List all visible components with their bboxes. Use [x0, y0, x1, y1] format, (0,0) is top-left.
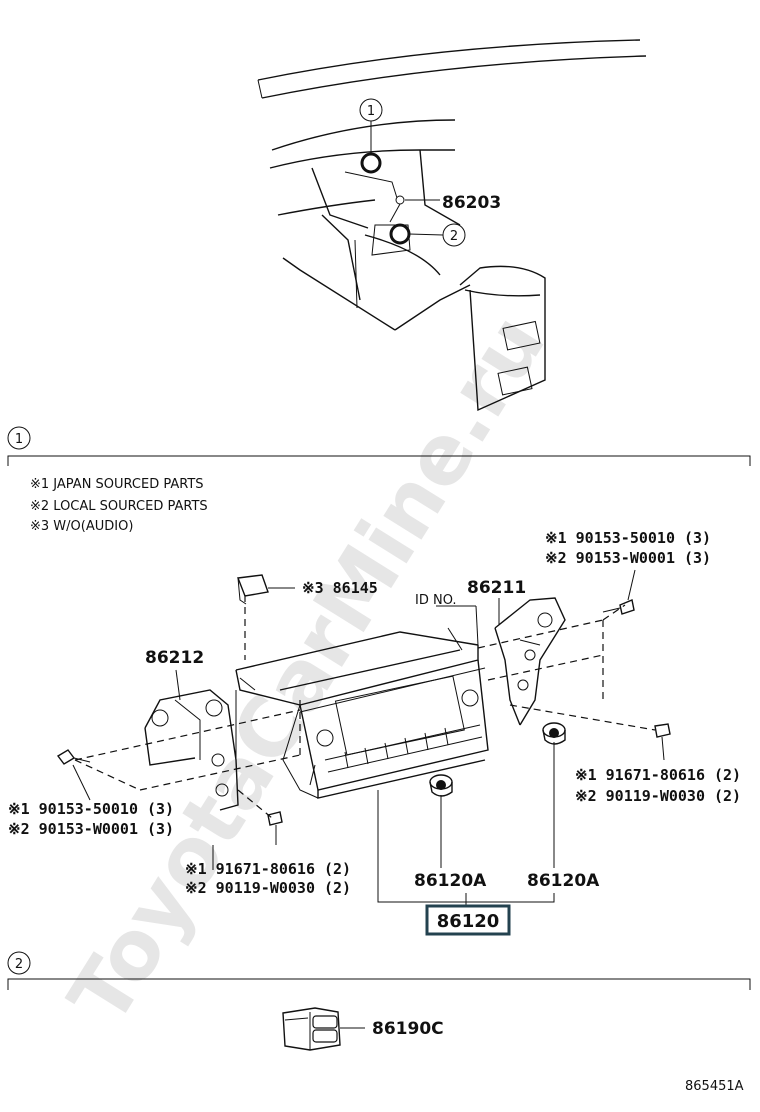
bolt-label-left-1[interactable]: ※1 90153-50010 (3)	[8, 800, 174, 818]
bolt-left	[56, 749, 91, 765]
left-bracket-illustration	[144, 689, 239, 811]
part-label-86120a-right[interactable]: 86120A	[527, 871, 600, 891]
audio-unit-illustration	[235, 627, 489, 799]
part-label-86190c[interactable]: 86190C	[372, 1019, 444, 1039]
figure-code: 865451A	[685, 1079, 744, 1094]
note-local-sourced: ※2 LOCAL SOURCED PARTS	[30, 499, 208, 514]
screw-label-middle-2[interactable]: ※2 90119-W0030 (2)	[185, 879, 351, 897]
knob-86120a-right-illustration[interactable]	[542, 722, 566, 745]
callout-1-top: 1	[359, 98, 383, 154]
bolt-label-top-right-2[interactable]: ※2 90153-W0001 (3)	[545, 549, 711, 567]
screw-right	[654, 723, 671, 761]
knob-86120a-left-illustration[interactable]	[429, 774, 453, 797]
screw-middle	[267, 811, 283, 845]
note-japan-sourced: ※1 JAPAN SOURCED PARTS	[30, 477, 204, 492]
dashboard-illustration	[257, 39, 647, 412]
svg-text:2: 2	[450, 229, 458, 244]
screw-label-right-2[interactable]: ※2 90119-W0030 (2)	[575, 787, 741, 805]
svg-text:1: 1	[367, 104, 375, 119]
screw-label-right-1[interactable]: ※1 91671-80616 (2)	[575, 766, 741, 784]
mounting-lines	[74, 595, 656, 819]
svg-text:1: 1	[15, 432, 23, 447]
screw-label-middle-1[interactable]: ※1 91671-80616 (2)	[185, 860, 351, 878]
part-label-86120[interactable]: 86120	[437, 911, 500, 932]
section-1-header: 1	[7, 426, 751, 466]
section-2-header: 2	[7, 951, 751, 990]
part-label-86145[interactable]: ※3 86145	[302, 579, 378, 597]
switch-86190c-illustration[interactable]	[282, 1007, 365, 1051]
id-no-label: ID NO.	[415, 593, 457, 608]
bolt-label-top-right-1[interactable]: ※1 90153-50010 (3)	[545, 529, 711, 547]
svg-text:2: 2	[15, 957, 23, 972]
part-label-86203[interactable]: 86203	[442, 193, 501, 213]
part-label-86212[interactable]: 86212	[145, 648, 204, 668]
assembly-highlight-box	[425, 904, 511, 936]
part-86145-illustration	[237, 574, 295, 605]
note-without-audio: ※3 W/O(AUDIO)	[30, 519, 133, 534]
right-bracket-illustration	[494, 597, 566, 726]
callout-2-top: 2	[408, 223, 466, 247]
bolt-label-left-2[interactable]: ※2 90153-W0001 (3)	[8, 820, 174, 838]
leader-lines	[72, 569, 636, 907]
part-label-86120a-left[interactable]: 86120A	[414, 871, 487, 891]
bolt-top-right	[602, 599, 635, 615]
part-label-86211[interactable]: 86211	[467, 578, 526, 598]
